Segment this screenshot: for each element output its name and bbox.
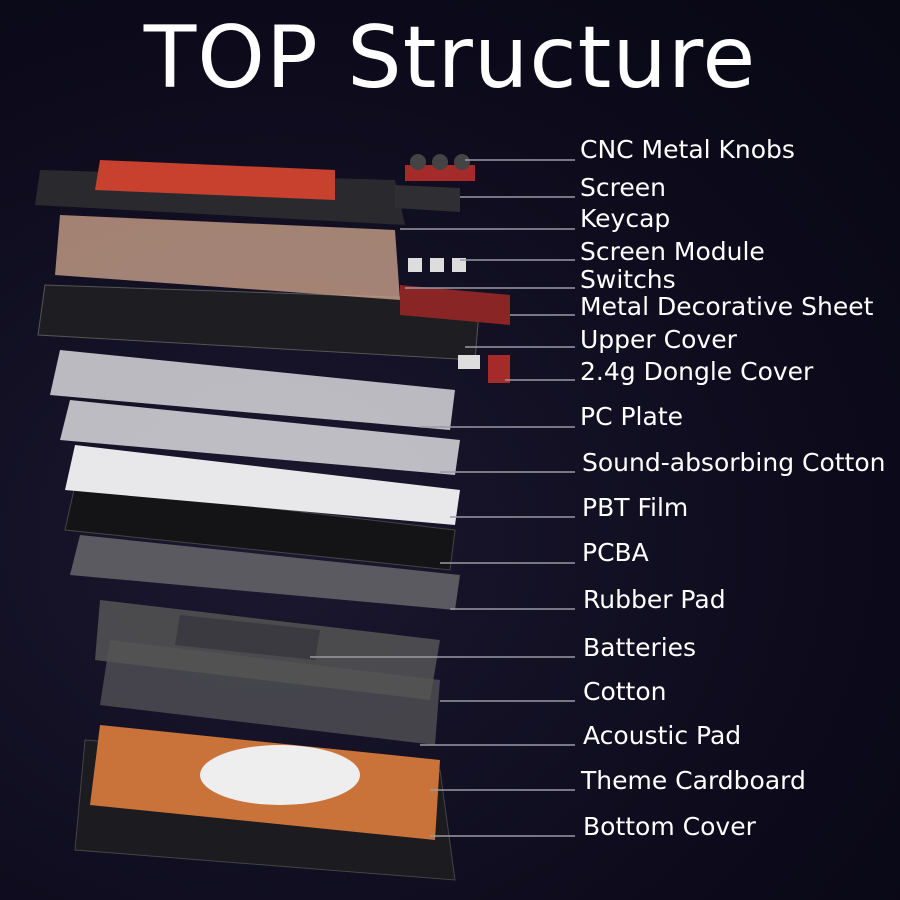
page-title: TOP Structure [143,8,757,108]
label-bottom-cover: Bottom Cover [583,812,756,841]
label-switchs: Switchs [580,265,676,294]
label-dongle-cover: 2.4g Dongle Cover [580,357,814,386]
label-screen-module: Screen Module [580,237,765,266]
pc-plate-layer [50,350,455,430]
leader-lines [310,159,575,837]
label-rubber-pad: Rubber Pad [583,585,726,614]
switch-module-switches [408,258,466,272]
label-batteries: Batteries [583,633,697,662]
label-theme-cardboard: Theme Cardboard [581,766,806,795]
label-metal-decorative-sheet: Metal Decorative Sheet [580,292,874,321]
theme-art [200,745,360,805]
cnc-knobs [410,154,470,170]
screen-layer [395,185,460,212]
label-keycap: Keycap [580,204,671,233]
label-upper-cover: Upper Cover [580,325,737,354]
label-pcba: PCBA [582,538,649,567]
dongle-cover [488,355,510,383]
dongle [458,355,480,369]
label-cotton: Cotton [583,677,667,706]
switches-layer [55,215,400,300]
cnc-knob-base [405,165,475,181]
sound-cotton-layer [60,400,460,475]
label-acoustic-pad: Acoustic Pad [583,721,742,750]
rubber-pad-layer [70,535,460,610]
label-sound-absorbing-cotton: Sound-absorbing Cotton [582,448,886,477]
label-pbt-film: PBT Film [582,493,689,522]
batteries-layer [175,615,320,660]
pbt-film-layer [65,445,460,525]
metal-decorative-sheet [400,285,510,325]
label-cnc-metal-knobs: CNC Metal Knobs [580,135,795,164]
pcba-layer [64,484,456,571]
label-pc-plate: PC Plate [580,402,684,431]
keycap-red-keys [95,160,335,200]
label-screen: Screen [580,173,666,202]
